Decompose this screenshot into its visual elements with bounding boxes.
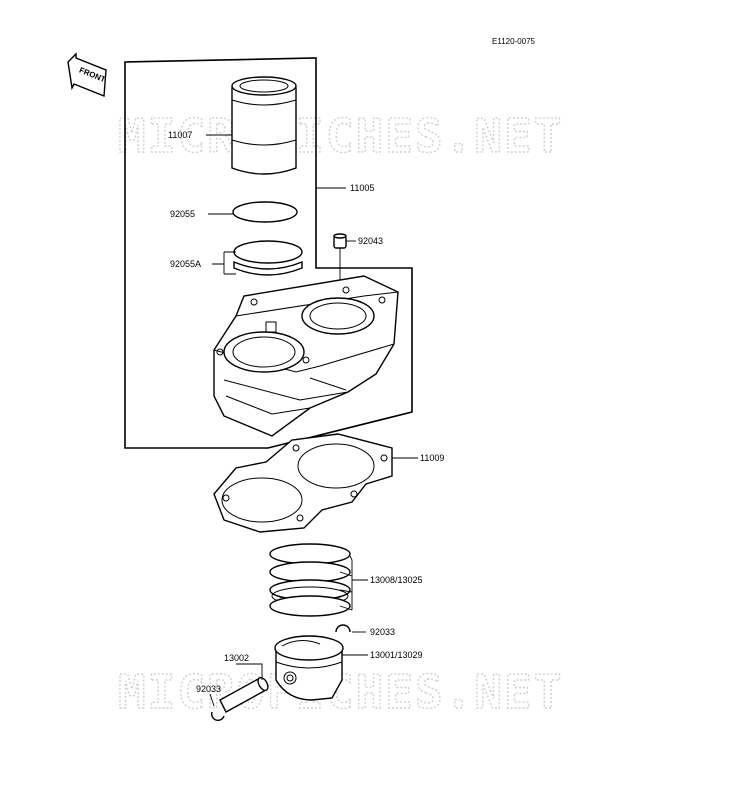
- label-92033-right: 92033: [370, 627, 395, 637]
- watermark-top: MICROFICHES.NET: [118, 109, 563, 163]
- leader-92055A: [212, 251, 236, 275]
- leader-13002: [236, 663, 263, 680]
- piston-pin: [219, 676, 269, 713]
- assembly-frame-11005: [124, 57, 413, 449]
- o-ring-92055: [232, 201, 298, 223]
- piston-rings: [269, 543, 351, 617]
- piston: [274, 635, 344, 701]
- label-11007: 11007: [168, 130, 192, 140]
- o-rings-92055A: [233, 240, 303, 276]
- leader-92033-left: [209, 693, 215, 707]
- label-13001: 13001/13029: [370, 650, 423, 660]
- label-92055: 92055: [170, 209, 195, 219]
- cylinder-liner: [231, 76, 297, 175]
- label-13008: 13008/13025: [370, 575, 423, 585]
- leader-13008: [339, 555, 368, 611]
- label-92033-left: 92033: [196, 684, 221, 694]
- label-92043: 92043: [358, 236, 383, 246]
- front-arrow-icon: FRONT: [67, 52, 107, 98]
- dowel-pin-92043: [333, 233, 347, 249]
- figure-code: E1120-0075: [492, 37, 536, 46]
- label-13002: 13002: [224, 653, 249, 663]
- circlip-92033-left: [210, 711, 225, 722]
- head-gasket: [213, 433, 393, 533]
- circlip-92033-right: [335, 624, 351, 633]
- label-11005: 11005: [350, 183, 374, 193]
- label-92055A: 92055A: [170, 259, 201, 269]
- label-11009: 11009: [420, 453, 444, 463]
- cylinder-block: [213, 275, 399, 437]
